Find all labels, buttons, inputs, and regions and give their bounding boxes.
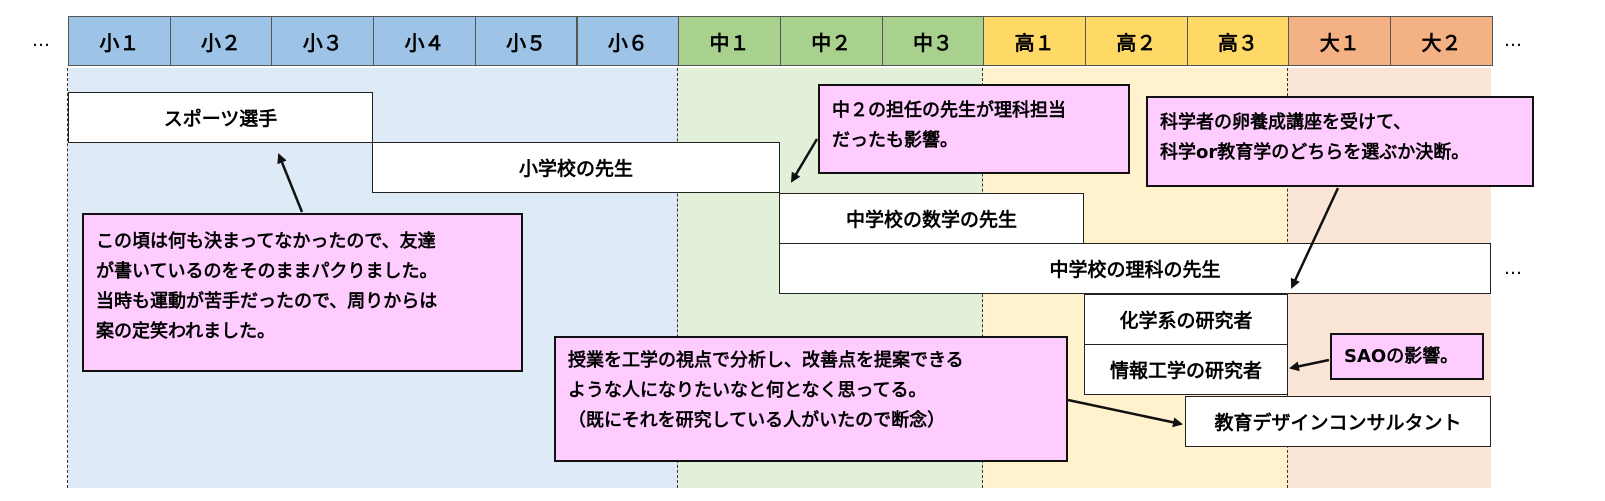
bar-continues-ellipsis: … (1504, 258, 1522, 279)
note-homeroom-teacher: 中２の担任の先生が理科担当 だったも影響。 (818, 84, 1130, 174)
grade-cell: 高３ (1186, 16, 1290, 66)
grade-cell: 中３ (881, 16, 985, 66)
bar-sports-player: スポーツ選手 (68, 92, 373, 143)
note-line: が書いているのをそのままパクりました。 (96, 261, 438, 282)
arrow-to-chemistry (1290, 187, 1340, 289)
grade-cell: 小４ (373, 16, 476, 66)
grade-cell: 大１ (1288, 16, 1392, 66)
bar-chemistry-researcher: 化学系の研究者 (1084, 294, 1288, 345)
grade-cell: 高２ (1085, 16, 1188, 66)
arrow-to-informatics (1289, 358, 1330, 372)
arrow-to-jh-science (790, 138, 819, 183)
grade-cell: 小５ (474, 16, 578, 66)
grade-cell: 大２ (1390, 16, 1493, 66)
note-line: この頃は何も決まってなかったので、友達 (96, 231, 436, 252)
note-line: 授業を工学の視点で分析し、改善点を提案できる (568, 350, 964, 371)
left-ellipsis: … (32, 30, 50, 51)
note-line: 当時も運動が苦手だったので、周りからは (96, 291, 438, 312)
bar-jh-science-teacher: 中学校の理科の先生 (779, 243, 1491, 294)
note-line: ような人になりたいなと何となく思ってる。 (568, 380, 927, 401)
note-elementary-reason: この頃は何も決まってなかったので、友達 が書いているのをそのままパクりました。 … (82, 213, 523, 372)
note-line: SAOの影響。 (1344, 346, 1459, 367)
note-line: 科学者の卵養成講座を受けて、 (1160, 112, 1412, 133)
note-lesson-analysis: 授業を工学の視点で分析し、改善点を提案できる ような人になりたいなと何となく思っ… (554, 336, 1068, 462)
grade-cell: 中１ (678, 16, 781, 66)
arrow-to-consultant (1067, 398, 1183, 428)
arrow-to-sports-player (277, 153, 304, 213)
grade-cell: 中２ (779, 16, 883, 66)
divider-line (67, 68, 68, 488)
grade-cell: 小１ (68, 16, 171, 66)
bar-jh-math-teacher: 中学校の数学の先生 (779, 193, 1084, 244)
grade-cell: 高１ (983, 16, 1086, 66)
note-sao-influence: SAOの影響。 (1330, 333, 1484, 380)
bar-informatics-researcher: 情報工学の研究者 (1084, 344, 1288, 395)
note-line: 中２の担任の先生が理科担当 (832, 100, 1066, 121)
note-line: 科学or教育学のどちらを選ぶか決断。 (1160, 142, 1470, 163)
grade-cell: 小３ (271, 16, 375, 66)
note-science-course: 科学者の卵養成講座を受けて、 科学or教育学のどちらを選ぶか決断。 (1146, 96, 1534, 187)
note-line: 案の定笑われました。 (96, 321, 276, 342)
note-line: （既にそれを研究している人がいたので断念） (568, 410, 946, 431)
divider-line (677, 68, 678, 488)
right-ellipsis: … (1504, 30, 1522, 51)
bar-edu-design-consultant: 教育デザインコンサルタント (1185, 396, 1491, 447)
bar-elementary-teacher: 小学校の先生 (372, 142, 780, 193)
note-line: だったも影響。 (832, 130, 958, 151)
grade-cell: 小６ (576, 16, 680, 66)
